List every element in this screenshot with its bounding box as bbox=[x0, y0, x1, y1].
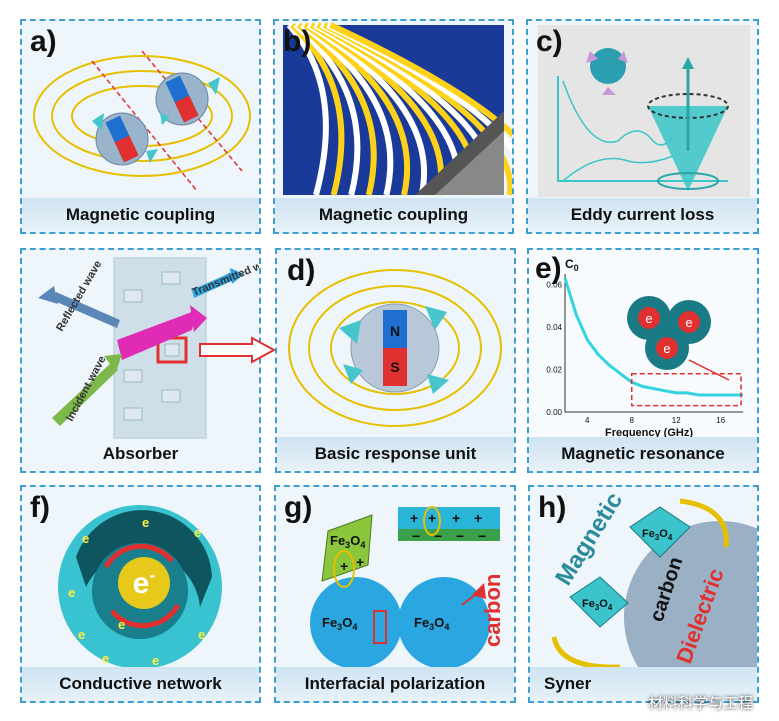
chart-axes bbox=[564, 274, 743, 413]
panel-d: N S d) Basic response unit bbox=[275, 248, 516, 473]
electron-label: e bbox=[152, 653, 159, 668]
panel-c: c) Eddy current loss bbox=[526, 19, 759, 234]
minus-charge: − bbox=[434, 528, 442, 544]
x-tick-label: 8 bbox=[630, 416, 635, 425]
plus-charge: + bbox=[428, 510, 436, 526]
panel-h-caption: Syner bbox=[530, 667, 757, 701]
electron-label-1: e bbox=[645, 311, 652, 326]
panel-b-caption: Magnetic coupling bbox=[275, 198, 512, 232]
y-tick-label: 0.00 bbox=[546, 408, 562, 417]
fe3o4-label-right: Fe3O4 bbox=[414, 615, 449, 632]
panel-c-letter: c) bbox=[536, 25, 563, 58]
plus-charge: + bbox=[410, 510, 418, 526]
panel-f-letter: f) bbox=[30, 491, 50, 524]
x-tick-label: 16 bbox=[716, 416, 725, 425]
panel-b-letter: b) bbox=[283, 25, 312, 58]
magnetic-resonance-chart: 0.06 0.04 0.02 0.00 4 8 12 16 e e e C0 Frequenc… bbox=[529, 250, 757, 440]
x-tick-label: 4 bbox=[585, 416, 590, 425]
panel-f-caption: Conductive network bbox=[22, 667, 259, 701]
panel-absorber-caption: Absorber bbox=[102, 444, 179, 463]
minus-charge: − bbox=[412, 528, 420, 544]
eddy-current-illustration bbox=[538, 25, 750, 197]
electron-label: e bbox=[78, 627, 85, 642]
electron-label: e bbox=[118, 617, 125, 632]
electron-label-3: e bbox=[663, 341, 670, 356]
panel-e-letter: e) bbox=[535, 252, 562, 285]
basic-response-unit-illustration: N S bbox=[288, 269, 502, 427]
highlight-box bbox=[631, 373, 742, 407]
y-tick-label: 0.02 bbox=[546, 366, 562, 375]
panel-g-letter: g) bbox=[284, 491, 313, 524]
series-line bbox=[563, 277, 743, 397]
panel-a: a) Magnetic coupling bbox=[20, 19, 261, 234]
synergy-illustration: Magnetic carbon Dielectric Fe3O4 Fe3O4 bbox=[550, 488, 757, 671]
electron-label-2: e bbox=[685, 315, 692, 330]
panel-h: Magnetic carbon Dielectric Fe3O4 Fe3O4 h… bbox=[528, 485, 759, 703]
panel-g-caption: Interfacial polarization bbox=[276, 667, 514, 701]
fe3o4-label-bottom: Fe3O4 bbox=[582, 598, 613, 612]
electron-spheres: e e e bbox=[627, 296, 730, 381]
absorber-illustration: Reflected wave Incident wave Transmitted… bbox=[38, 253, 259, 439]
y-axis-label: C0 bbox=[565, 257, 579, 273]
chart-ticks: 0.06 0.04 0.02 0.00 4 8 12 16 bbox=[546, 281, 725, 425]
fringe-stripe bbox=[300, 22, 394, 196]
electron-label: e bbox=[142, 515, 149, 530]
panel-e: 0.06 0.04 0.02 0.00 4 8 12 16 e e e C0 Frequenc… bbox=[527, 248, 759, 473]
plus-charge: + bbox=[340, 558, 348, 574]
panel-a-letter: a) bbox=[30, 25, 57, 58]
fe3o4-label-flake: Fe3O4 bbox=[330, 533, 365, 550]
fringe-stripe bbox=[293, 22, 361, 196]
minus-charge: − bbox=[456, 528, 464, 544]
minus-charge: − bbox=[478, 528, 486, 544]
panel-h-letter: h) bbox=[538, 491, 567, 524]
south-pole-label: S bbox=[390, 359, 399, 375]
panel-a-caption: Magnetic coupling bbox=[22, 198, 259, 232]
electron-label: e bbox=[82, 531, 89, 546]
conductive-network-illustration: e- e e e e e e e e e bbox=[58, 505, 222, 669]
watermark: 材料科学与工程 bbox=[647, 695, 753, 712]
axis-line bbox=[564, 274, 743, 413]
electron-label: e bbox=[194, 525, 201, 540]
north-pole-label: N bbox=[390, 323, 400, 339]
electron-label: e bbox=[102, 651, 109, 666]
plus-charge: + bbox=[452, 510, 460, 526]
y-tick-label: 0.04 bbox=[546, 323, 562, 332]
panel-absorber: Reflected wave Incident wave Transmitted… bbox=[20, 248, 261, 473]
panel-g: Fe3O4 Fe3O4 Fe3O4 + + + + − − − − + + ca… bbox=[274, 485, 516, 703]
fringe-stripe bbox=[303, 22, 411, 196]
fringe-stripe bbox=[296, 22, 377, 196]
plus-charge: + bbox=[356, 554, 364, 570]
fringe-stripe bbox=[290, 22, 345, 196]
interfacial-polarization-illustration: Fe3O4 Fe3O4 Fe3O4 + + + + − − − − + + ca… bbox=[310, 506, 505, 669]
electron-label: e bbox=[68, 585, 75, 600]
x-axis-label: Frequency (GHz) bbox=[605, 427, 693, 439]
fe3o4-label-left: Fe3O4 bbox=[322, 615, 357, 632]
fringe-stripe bbox=[286, 22, 329, 196]
interference-pattern bbox=[283, 22, 512, 196]
panel-d-caption: Basic response unit bbox=[277, 437, 514, 471]
carbon-label: carbon bbox=[480, 574, 505, 647]
fe3o4-label-top: Fe3O4 bbox=[642, 528, 673, 542]
electron-label: e bbox=[198, 627, 205, 642]
x-tick-label: 12 bbox=[672, 416, 681, 425]
panel-e-caption: Magnetic resonance bbox=[529, 437, 757, 471]
plus-charge: + bbox=[474, 510, 482, 526]
central-electron-label: e- bbox=[133, 565, 156, 600]
hollow-arrow-icon bbox=[199, 336, 277, 364]
panel-d-letter: d) bbox=[287, 254, 316, 287]
incident-wave-label: Incident wave bbox=[64, 354, 108, 423]
panel-b: b) Magnetic coupling bbox=[273, 19, 514, 234]
magnetic-coupling-illustration bbox=[33, 50, 251, 192]
panel-c-caption: Eddy current loss bbox=[528, 198, 757, 232]
panel-f: e- e e e e e e e e e f) Conductive netwo… bbox=[20, 485, 261, 703]
y-tick-label: 0.06 bbox=[546, 281, 562, 290]
